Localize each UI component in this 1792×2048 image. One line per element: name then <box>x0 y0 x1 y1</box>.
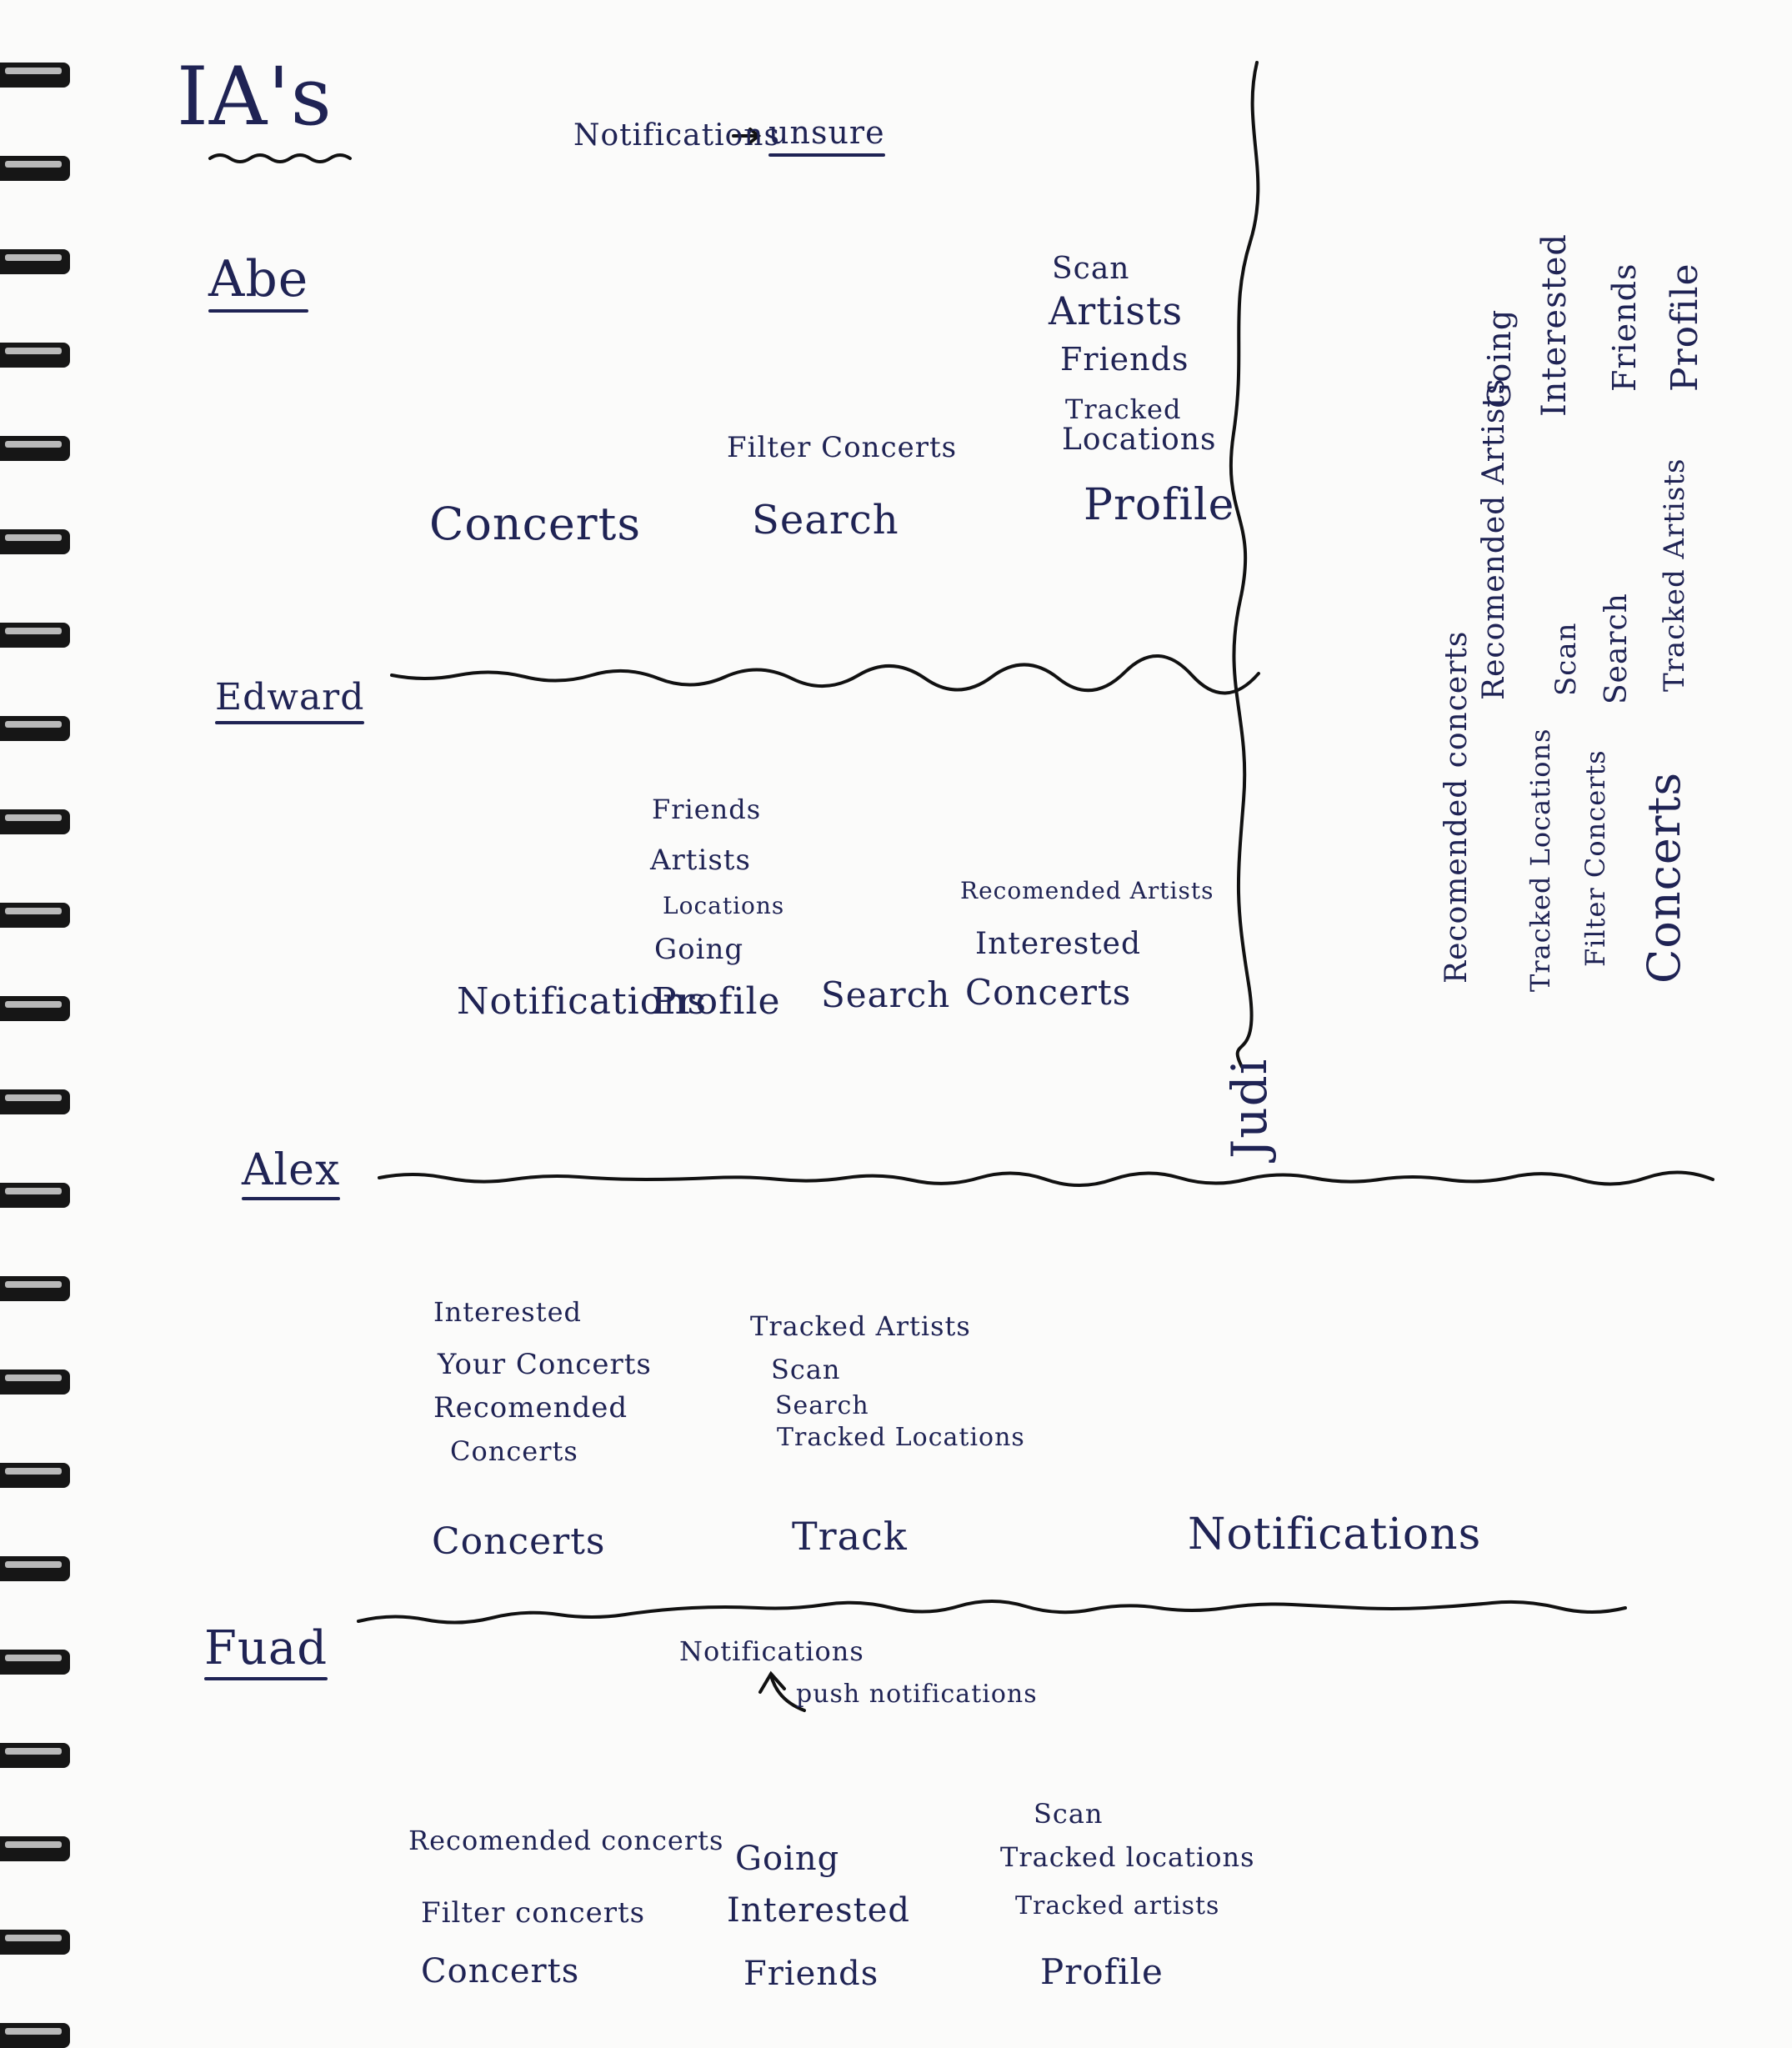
alex-search: Search <box>775 1391 869 1420</box>
edward-heading: Edward <box>215 676 365 724</box>
fuad-friends: Friends <box>743 1955 879 1993</box>
abe-scan: Scan <box>1052 252 1130 286</box>
binding-ring <box>0 1463 70 1488</box>
note-unsure: unsure <box>768 114 885 157</box>
judi-scan: Scan <box>1549 622 1583 696</box>
binding-ring <box>0 1183 70 1208</box>
judi-search: Search <box>1599 593 1634 704</box>
fuad-push-notifications: push notifications <box>796 1680 1038 1709</box>
alex-interested: Interested <box>433 1296 582 1328</box>
judi-recommended-artists: Recomended Artists <box>1477 378 1511 700</box>
judi-friends: Friends <box>1606 263 1643 392</box>
binding-ring <box>0 809 70 834</box>
edward-going: Going <box>654 933 744 966</box>
fuad-tracked-artists: Tracked artists <box>1015 1891 1220 1920</box>
title-underline <box>208 153 352 163</box>
abe-tracked: Tracked <box>1065 393 1182 425</box>
note-notifications: Notifications <box>573 118 780 153</box>
fuad-filter-concerts: Filter concerts <box>421 1896 646 1930</box>
alex-track: Track <box>792 1514 908 1559</box>
edward-artists: Artists <box>650 844 751 877</box>
judi-interested: Interested <box>1535 233 1574 417</box>
alex-notifications: Notifications <box>1188 1510 1482 1560</box>
alex-recommended: Recomended <box>433 1391 628 1425</box>
judi-heading: Judi <box>1221 1058 1278 1159</box>
judi-tracked-artists: Tracked Artists <box>1658 458 1691 692</box>
divider-abe-edward <box>390 653 1260 695</box>
page-title: IA's <box>177 50 333 143</box>
judi-profile: Profile <box>1664 263 1706 392</box>
edward-interested: Interested <box>975 927 1141 961</box>
edward-locations: Locations <box>663 892 785 919</box>
alex-your-concerts: Your Concerts <box>438 1348 652 1381</box>
vertical-divider <box>1229 61 1260 1069</box>
alex-tracked-artists: Tracked Artists <box>750 1310 971 1342</box>
binding-ring <box>0 1089 70 1114</box>
alex-heading: Alex <box>242 1145 341 1200</box>
fuad-profile: Profile <box>1040 1951 1164 1992</box>
push-arrowhead <box>758 1670 786 1694</box>
binding-ring <box>0 903 70 928</box>
alex-scan: Scan <box>771 1354 841 1385</box>
binding-ring <box>0 1930 70 1955</box>
alex-tracked-locations: Tracked Locations <box>777 1423 1025 1452</box>
fuad-interested: Interested <box>727 1891 910 1930</box>
spiral-binding <box>0 0 83 2048</box>
divider-alex-fuad <box>357 1600 1627 1625</box>
binding-ring <box>0 156 70 181</box>
fuad-going: Going <box>735 1840 840 1878</box>
note-arrow <box>732 128 762 144</box>
judi-tracked-locations: Tracked Locations <box>1524 728 1556 992</box>
binding-ring <box>0 996 70 1021</box>
edward-profile: Profile <box>652 980 781 1023</box>
abe-friends: Friends <box>1060 341 1189 378</box>
abe-search: Search <box>752 497 899 543</box>
judi-recommended-concerts: Recomended concerts <box>1439 630 1474 984</box>
binding-ring <box>0 1836 70 1861</box>
fuad-heading: Fuad <box>204 1621 328 1680</box>
abe-profile: Profile <box>1084 480 1235 530</box>
binding-ring <box>0 436 70 461</box>
binding-ring <box>0 63 70 88</box>
abe-concerts: Concerts <box>429 498 642 550</box>
binding-ring <box>0 529 70 554</box>
edward-concerts: Concerts <box>965 972 1132 1013</box>
judi-concerts: Concerts <box>1638 771 1690 984</box>
fuad-tracked-locations: Tracked locations <box>1000 1841 1255 1873</box>
abe-locations: Locations <box>1062 423 1217 457</box>
edward-notifications: Notifications <box>457 980 708 1023</box>
edward-friends: Friends <box>652 794 762 825</box>
edward-recommended-artists: Recomended Artists <box>960 877 1214 904</box>
alex-concerts: Concerts <box>432 1520 606 1563</box>
fuad-concerts: Concerts <box>421 1952 580 1990</box>
binding-ring <box>0 1650 70 1675</box>
alex-recommended-concerts: Concerts <box>450 1435 578 1467</box>
judi-filter-concerts: Filter Concerts <box>1579 749 1611 967</box>
binding-ring <box>0 1370 70 1395</box>
divider-edward-alex <box>378 1170 1714 1187</box>
binding-ring <box>0 716 70 741</box>
binding-ring <box>0 1743 70 1768</box>
binding-ring <box>0 623 70 648</box>
fuad-notifications: Notifications <box>679 1635 864 1667</box>
abe-filter-concerts: Filter Concerts <box>727 431 958 464</box>
abe-heading: Abe <box>208 250 309 313</box>
edward-search: Search <box>821 974 951 1015</box>
binding-ring <box>0 249 70 274</box>
binding-ring <box>0 1276 70 1301</box>
binding-ring <box>0 343 70 368</box>
binding-ring <box>0 1556 70 1581</box>
fuad-scan: Scan <box>1034 1798 1104 1830</box>
push-arrow <box>769 1674 806 1712</box>
abe-artists: Artists <box>1049 288 1184 333</box>
fuad-recommended-concerts: Recomended concerts <box>408 1825 724 1856</box>
